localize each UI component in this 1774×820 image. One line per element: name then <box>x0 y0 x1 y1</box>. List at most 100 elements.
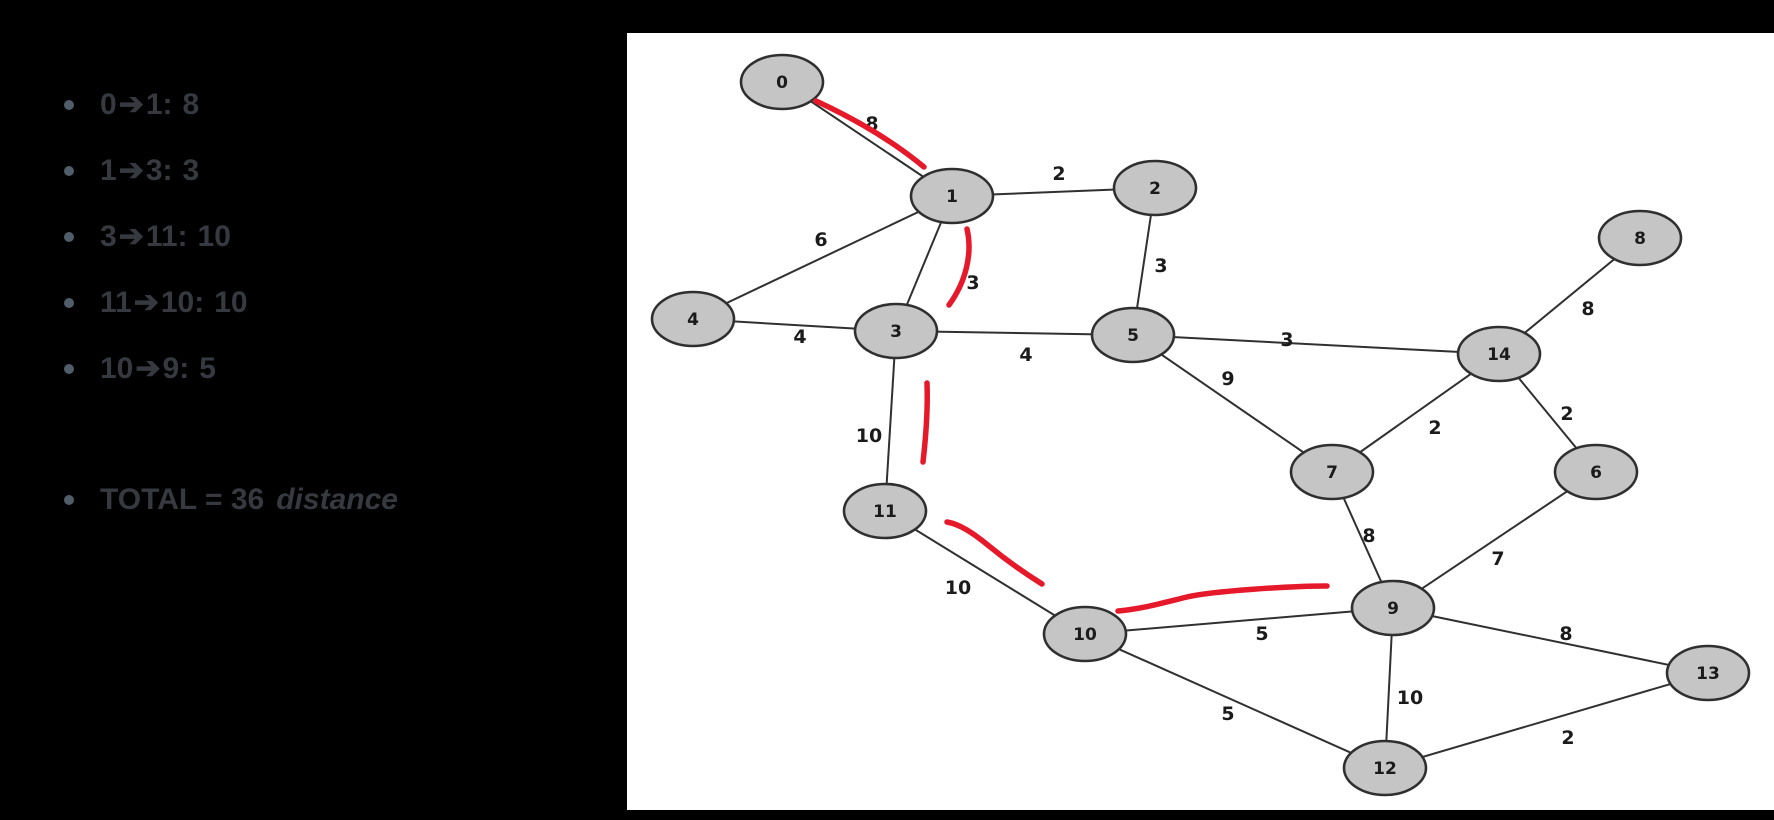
edge-weight-14-6: 2 <box>1560 403 1573 425</box>
node-label-7: 7 <box>1326 463 1338 483</box>
bullet-icon <box>64 100 74 110</box>
right-arrow-icon: ➔ <box>118 220 144 253</box>
edge-weight-1-3: 3 <box>966 272 979 294</box>
step-separator: : <box>177 220 188 253</box>
step-separator: : <box>162 88 173 121</box>
bullet-icon <box>64 232 74 242</box>
path-step-item: 0➔1:8 <box>64 85 398 125</box>
edge-weight-9-13: 8 <box>1559 623 1572 645</box>
step-to: 3 <box>145 154 163 187</box>
edge-weight-9-12: 10 <box>1397 687 1423 709</box>
node-11 <box>842 482 928 540</box>
highlight-stroke-3 <box>944 519 1045 587</box>
bullet-icon <box>64 495 74 505</box>
path-step-item: 10➔9:5 <box>64 349 398 389</box>
highlight-stroke-4 <box>1115 583 1330 614</box>
right-arrow-icon: ➔ <box>135 352 161 385</box>
node-0 <box>739 53 825 111</box>
node-3 <box>853 302 939 360</box>
edge-weight-6-9: 7 <box>1491 548 1504 570</box>
step-separator: : <box>162 154 173 187</box>
edge-3-11 <box>884 330 897 512</box>
edge-weight-3-11: 10 <box>856 425 882 447</box>
total-label: TOTAL = 36 <box>100 483 265 516</box>
step-cost: 10 <box>214 286 248 319</box>
edge-weight-5-7: 9 <box>1221 368 1234 390</box>
step-cost: 3 <box>182 154 200 187</box>
path-step-item: 3➔11:10 <box>64 217 398 257</box>
path-steps-list: 0➔1:8 1➔3:3 3➔11:10 11➔10:10 10➔9:5 TOTA… <box>64 85 398 546</box>
node-label-12: 12 <box>1373 759 1397 779</box>
step-from: 1 <box>100 154 117 187</box>
edge-weight-2-5: 3 <box>1154 255 1167 277</box>
edge-6-9 <box>1392 471 1597 609</box>
bullet-icon <box>64 166 74 176</box>
edge-weight-1-4: 6 <box>814 229 827 251</box>
edge-weight-8-14: 8 <box>1581 298 1594 320</box>
node-10 <box>1042 605 1128 663</box>
total-unit: distance <box>276 483 398 516</box>
node-label-14: 14 <box>1487 345 1511 365</box>
highlight-stroke-2 <box>920 380 930 465</box>
node-14 <box>1456 325 1542 383</box>
step-from: 10 <box>100 352 134 385</box>
step-from: 3 <box>100 220 117 253</box>
edge-weight-1-2: 2 <box>1052 163 1065 185</box>
node-label-4: 4 <box>687 310 699 330</box>
node-label-8: 8 <box>1634 229 1646 249</box>
node-label-1: 1 <box>946 187 958 207</box>
right-arrow-icon: ➔ <box>118 154 144 187</box>
edge-10-12 <box>1084 633 1386 769</box>
node-label-11: 11 <box>873 502 897 522</box>
node-label-3: 3 <box>890 322 902 342</box>
path-step-item: 1➔3:3 <box>64 151 398 191</box>
bullet-icon <box>64 298 74 308</box>
edge-weight-14-7: 2 <box>1428 417 1441 439</box>
edge-weight-12-13: 2 <box>1561 727 1574 749</box>
node-label-5: 5 <box>1127 326 1139 346</box>
node-6 <box>1553 443 1639 501</box>
edge-weight-3-5: 4 <box>1019 344 1032 366</box>
node-label-0: 0 <box>776 73 788 93</box>
edge-5-7 <box>1132 334 1333 473</box>
node-label-6: 6 <box>1590 463 1602 483</box>
step-cost: 8 <box>182 88 200 121</box>
node-4 <box>650 290 736 348</box>
highlight-stroke-0 <box>813 98 927 170</box>
edge-10-9 <box>1084 607 1394 635</box>
node-label-13: 13 <box>1696 664 1720 684</box>
edge-12-13 <box>1384 672 1709 769</box>
step-from: 0 <box>100 88 117 121</box>
step-to: 9 <box>162 352 180 385</box>
edge-5-14 <box>1132 334 1500 355</box>
step-to: 1 <box>145 88 163 121</box>
step-cost: 5 <box>199 352 216 385</box>
step-to: 10 <box>160 286 195 319</box>
edge-weight-10-12: 5 <box>1221 703 1234 725</box>
highlight-stroke-1 <box>946 226 972 308</box>
edge-weight-10-9: 5 <box>1255 623 1268 645</box>
edge-1-4 <box>692 195 953 320</box>
edge-weight-7-9: 8 <box>1362 525 1375 547</box>
node-12 <box>1342 739 1428 797</box>
edge-weight-11-10: 10 <box>945 577 971 599</box>
step-to: 11 <box>145 220 178 253</box>
path-step-item: 11➔10:10 <box>64 283 398 323</box>
node-8 <box>1597 209 1683 267</box>
edge-11-10 <box>884 510 1086 635</box>
edge-weight-4-3: 4 <box>793 326 806 348</box>
step-separator: : <box>194 286 205 319</box>
node-2 <box>1112 159 1198 217</box>
right-arrow-icon: ➔ <box>133 286 159 319</box>
node-5 <box>1090 306 1176 364</box>
step-cost: 10 <box>197 220 231 253</box>
edge-9-13 <box>1392 607 1709 674</box>
step-from: 11 <box>100 286 132 319</box>
node-7 <box>1289 443 1375 501</box>
node-label-9: 9 <box>1387 599 1399 619</box>
edge-weight-5-14: 3 <box>1280 329 1293 351</box>
node-label-2: 2 <box>1149 179 1161 199</box>
